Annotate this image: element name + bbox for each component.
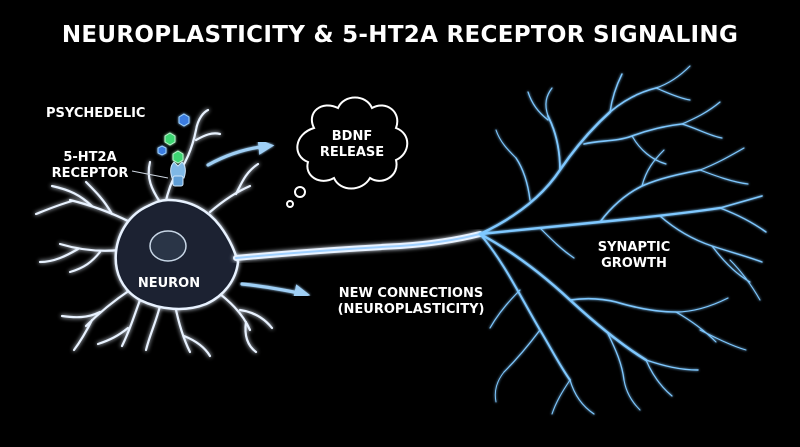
neuron-dendrites: [34, 108, 274, 358]
molecule-hexagon: [178, 113, 190, 127]
arrow-to-new-connections: [240, 282, 311, 300]
bdnf-label-line2: RELEASE: [319, 145, 385, 160]
receptor-label-line1: 5-HT2A: [63, 150, 117, 165]
thought-bubble-small: [294, 186, 306, 198]
psychedelic-label: PSYCHEDELIC: [46, 106, 145, 122]
new-connections-line2: (NEUROPLASTICITY): [337, 302, 485, 317]
synaptic-growth-line2: GROWTH: [601, 256, 667, 271]
receptor-label-line2: RECEPTOR: [51, 166, 129, 181]
neuron-nucleus: [149, 230, 187, 262]
new-connections-label: NEW CONNECTIONS (NEUROPLASTICITY): [318, 286, 504, 318]
page-title: NEUROPLASTICITY & 5-HT2A RECEPTOR SIGNAL…: [61, 22, 739, 48]
molecule-hexagon: [164, 132, 176, 146]
new-connections-line1: NEW CONNECTIONS: [338, 286, 484, 301]
synaptic-growth-label: SYNAPTIC GROWTH: [586, 240, 682, 272]
neuron-label-text: NEURON: [137, 276, 201, 291]
5ht2a-receptor: [170, 161, 186, 187]
psychedelic-molecules: [157, 113, 190, 164]
synaptic-growth-branches: [478, 65, 767, 415]
neuron-cell: [34, 108, 274, 358]
receptor-leader-line: [131, 170, 169, 179]
bdnf-label-line1: BDNF: [331, 129, 373, 144]
molecule-hexagon: [172, 150, 184, 164]
receptor-label: 5-HT2A RECEPTOR: [44, 150, 136, 182]
bdnf-label: BDNF RELEASE: [316, 129, 388, 161]
thought-bubble-tiny: [286, 200, 294, 208]
arrow-to-bdnf: [206, 138, 275, 167]
bdnf-thought-cloud: [286, 96, 409, 208]
neuron-label: NEURON: [130, 276, 208, 292]
synaptic-growth-line1: SYNAPTIC: [597, 240, 671, 255]
molecule-hexagon: [157, 145, 167, 156]
psychedelic-label-text: PSYCHEDELIC: [46, 106, 146, 121]
